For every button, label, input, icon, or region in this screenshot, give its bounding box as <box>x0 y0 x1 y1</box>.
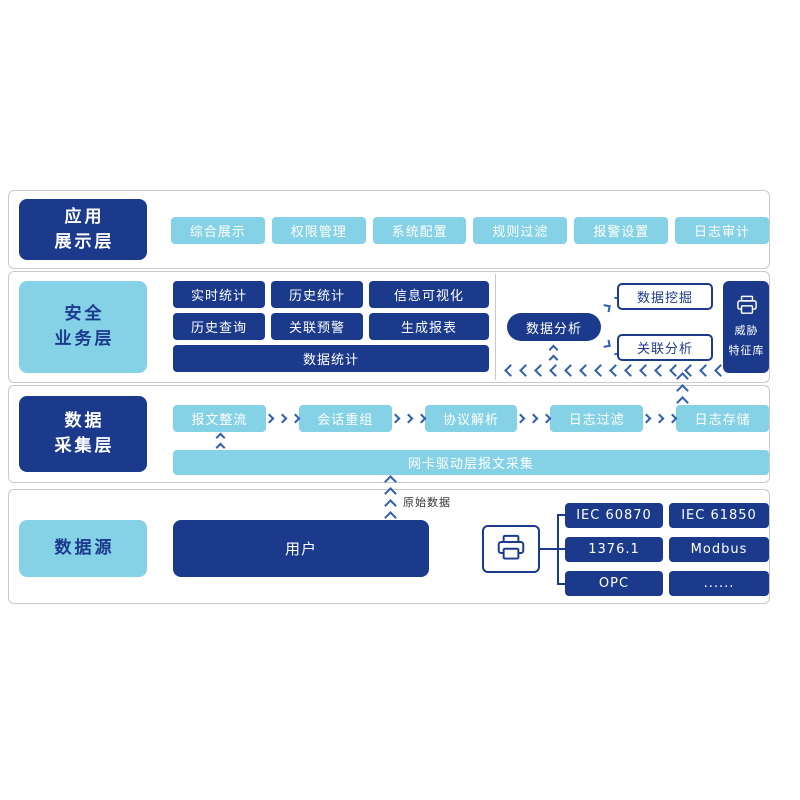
flow-left-arrow-icon <box>504 364 727 377</box>
connector-line <box>559 583 565 585</box>
flow-up-arrow-icon <box>384 475 397 524</box>
layer-label-data-collection: 数据 采集层 <box>19 396 147 472</box>
node-data-analysis: 数据分析 <box>507 313 601 341</box>
layer-label-line: 数据 <box>64 411 105 432</box>
threat-db-label-line: 特征库 <box>728 343 765 357</box>
section-divider <box>495 274 496 380</box>
raw-data-label: 原始数据 <box>403 496 451 509</box>
flow-right-arrow-icon <box>641 413 678 424</box>
layer-label-line: 采集层 <box>54 436 115 456</box>
node-threat-signature-db: 威胁 特征库 <box>723 281 769 373</box>
flow-up-arrow-icon <box>548 344 559 365</box>
layer-label-line: 应用 <box>64 206 105 227</box>
connector-line <box>557 514 559 585</box>
node-integrated-display: 综合展示 <box>171 217 265 244</box>
layer-label-security-business: 安全 业务层 <box>19 281 147 373</box>
node-protocol-opc: OPC <box>565 571 663 596</box>
layer-label-line: 展示层 <box>54 231 115 252</box>
layer-label-line: 业务层 <box>54 329 115 349</box>
node-report-generation: 生成报表 <box>369 313 489 340</box>
layer-row-data-source: 数据源 用户 IEC 60870 1376.1 OPC IEC 61850 Mo… <box>8 489 770 604</box>
node-history-query: 历史查询 <box>173 313 265 340</box>
node-system-config: 系统配置 <box>372 217 467 244</box>
layer-row-app-display: 应用 展示层 综合展示 权限管理 系统配置 规则过滤 报警设置 日志审计 <box>8 190 770 269</box>
layer-label-app-display: 应用 展示层 <box>19 199 147 260</box>
node-protocol-more: ...... <box>669 571 769 596</box>
node-protocol-parsing: 协议解析 <box>424 405 518 432</box>
printer-icon <box>496 534 526 565</box>
node-correlation-analysis: 关联分析 <box>617 334 713 361</box>
flow-right-arrow-icon <box>390 413 427 424</box>
node-alarm-settings: 报警设置 <box>574 217 669 244</box>
connector-line <box>540 548 557 550</box>
node-nic-driver-capture: 网卡驱动层报文采集 <box>173 450 769 475</box>
layer-label-data-source: 数据源 <box>19 520 147 577</box>
layer-label-line: 安全 <box>64 304 105 325</box>
collection-pipeline: 报文整流 会话重组 协议解析 日志过滤 日志存储 <box>173 405 769 432</box>
node-info-visualization: 信息可视化 <box>369 281 489 308</box>
flow-up-arrow-icon <box>215 432 226 453</box>
node-rule-filter: 规则过滤 <box>473 217 568 244</box>
connector-line <box>559 548 565 550</box>
node-log-audit: 日志审计 <box>675 217 769 244</box>
printer-icon <box>735 295 758 321</box>
node-data-mining: 数据挖掘 <box>617 283 713 310</box>
layer-row-security-business: 安全 业务层 实时统计 历史统计 信息可视化 历史查询 关联预警 生成报表 数据… <box>8 271 770 383</box>
app-items-strip: 综合展示 权限管理 系统配置 规则过滤 报警设置 日志审计 <box>171 217 769 244</box>
node-protocol-1376-1: 1376.1 <box>565 537 663 562</box>
node-protocol-modbus: Modbus <box>669 537 769 562</box>
node-log-filter: 日志过滤 <box>550 405 644 432</box>
node-user: 用户 <box>173 520 429 577</box>
node-packet-shaping: 报文整流 <box>173 405 266 432</box>
layer-row-data-collection: 数据 采集层 报文整流 会话重组 协议解析 日志过滤 日志存储 网卡驱动层报文采… <box>8 385 770 483</box>
threat-db-label-line: 威胁 <box>734 324 759 338</box>
connector-line <box>559 514 565 516</box>
node-history-stats: 历史统计 <box>271 281 363 308</box>
flow-right-arrow-icon <box>515 413 552 424</box>
capture-device <box>482 525 540 573</box>
node-protocol-iec60870: IEC 60870 <box>565 503 663 528</box>
flow-right-arrow-icon <box>264 413 301 424</box>
flow-up-arrow-icon <box>676 372 689 409</box>
node-correlation-alert: 关联预警 <box>271 313 363 340</box>
node-protocol-iec61850: IEC 61850 <box>669 503 769 528</box>
node-realtime-stats: 实时统计 <box>173 281 265 308</box>
layer-label-line: 数据源 <box>54 538 115 559</box>
node-log-storage: 日志存储 <box>676 405 769 432</box>
node-permission-management: 权限管理 <box>271 217 366 244</box>
node-session-reassembly: 会话重组 <box>298 405 392 432</box>
node-data-stats: 数据统计 <box>173 345 489 372</box>
